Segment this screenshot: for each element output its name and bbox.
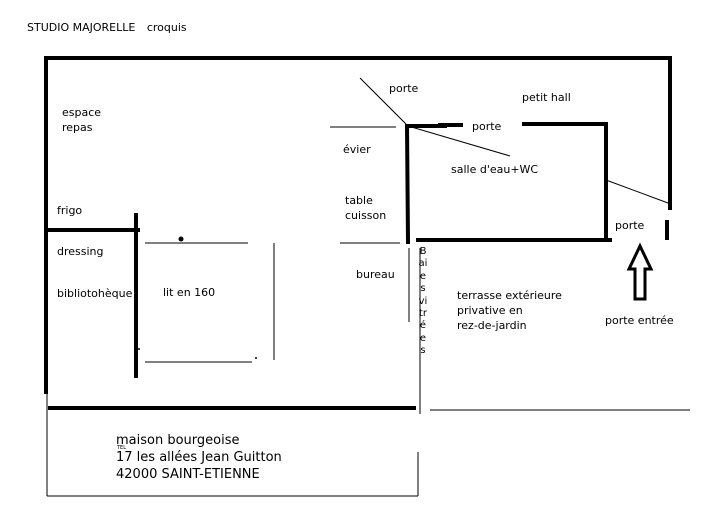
label-table-cuisson: table cuisson [345, 194, 387, 222]
label-porte-top: porte [389, 82, 419, 95]
address-block: maison bourgeoise 17 les allées Jean Gui… [116, 432, 282, 483]
label-terrasse: terrasse extérieure privative en rez-de-… [457, 289, 562, 332]
title-name: STUDIO MAJORELLE [27, 21, 136, 34]
wall-partition [404, 123, 411, 245]
label-evier: évier [343, 143, 371, 156]
door-swing-bath [407, 125, 511, 157]
label-bureau: bureau [356, 268, 395, 281]
label-porte-hall: porte [615, 219, 645, 232]
bed-dot-small-2 [255, 357, 257, 359]
bed-dot [178, 236, 184, 242]
label-bibliotheque: bibliotohèque [57, 287, 133, 300]
address-line-1: maison bourgeoise [116, 433, 240, 448]
address-line-2: 17 les allées Jean Guitton [116, 450, 282, 465]
address-line-3: 42000 SAINT-ETIENNE [116, 467, 260, 482]
door-swing-hall [605, 179, 669, 204]
small-mark: TEL [117, 445, 126, 451]
page-title: STUDIO MAJORELLE croquis [27, 21, 187, 34]
label-porte-bath: porte [472, 120, 502, 133]
label-salle-eau: salle d'eau+WC [451, 163, 539, 176]
label-lit: lit en 160 [163, 286, 216, 299]
label-petit-hall: petit hall [522, 91, 571, 104]
label-frigo: frigo [57, 204, 83, 217]
label-dressing: dressing [57, 245, 104, 258]
title-note: croquis [146, 21, 187, 34]
door-swing-top [359, 77, 407, 125]
label-porte-entree: porte entrée [605, 314, 674, 327]
label-espace-repas: espace repas [62, 106, 102, 134]
label-baies-vitrees: Baies vitrées [418, 246, 428, 357]
arrow-up-icon [626, 242, 654, 301]
bed-dot-small [138, 348, 140, 350]
